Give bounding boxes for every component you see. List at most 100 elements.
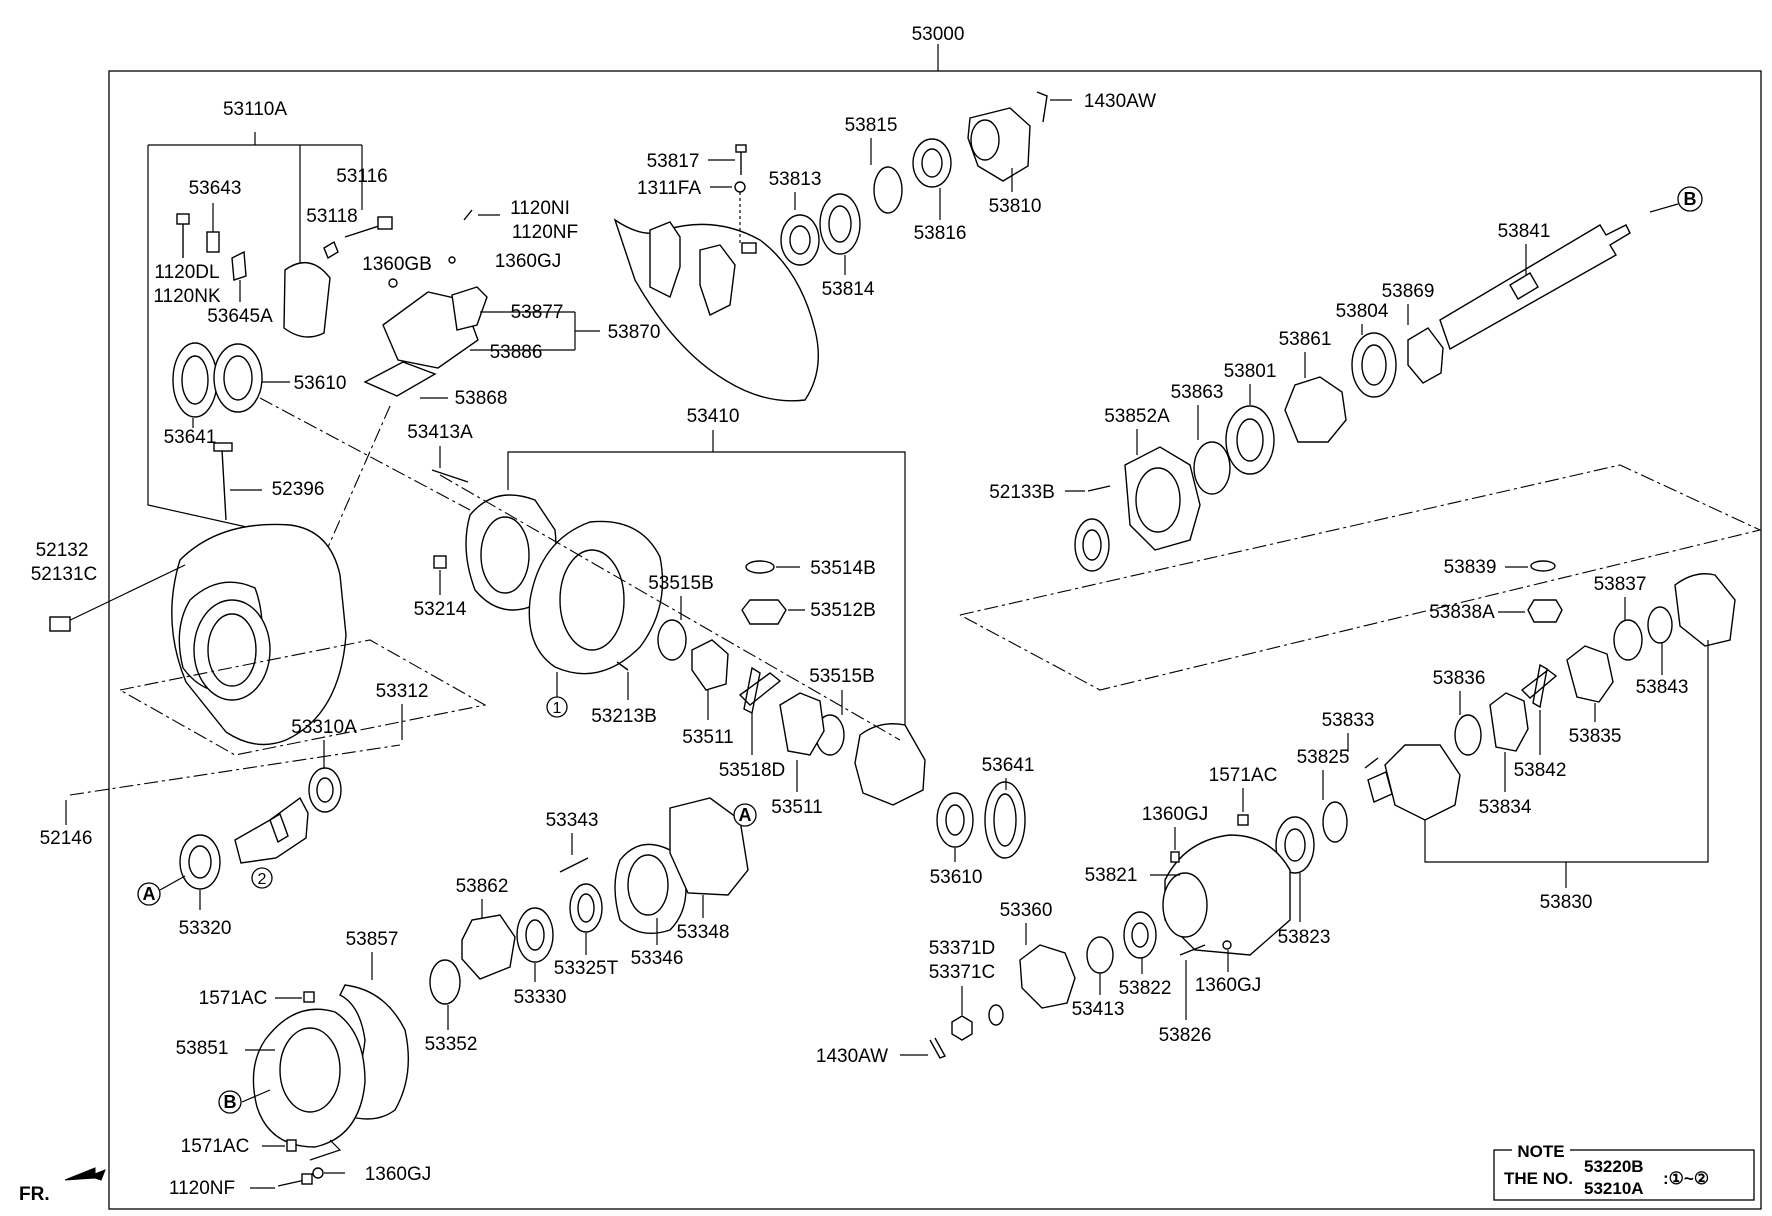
part-1120DL-head [176,213,190,225]
dash-line-axis-left [259,397,471,511]
label-53343: 53343 [546,810,599,831]
part-diff-case-right [854,723,926,806]
label-53834: 53834 [1479,797,1532,818]
marker-2: 2 [251,867,273,889]
part-53518D-cross [738,666,782,715]
part-1360GB [388,278,398,288]
label-1120NI: 1120NI [510,198,570,219]
part-53371C-washer [988,1004,1004,1026]
label-53110A: 53110A [223,99,287,120]
label-53610-top: 53610 [294,373,347,394]
label-53116: 53116 [336,166,387,187]
label-53515B-a: 53515B [648,573,714,594]
marker-A-mid: A [733,803,757,827]
direction-label: FR. [19,1184,50,1205]
part-53511-b-gear [779,692,825,756]
label-53837: 53837 [1594,574,1647,595]
svg-text:2: 2 [258,871,267,888]
part-53843 [1647,606,1673,644]
dash-line-diff-axis [439,474,901,741]
label-53346: 53346 [631,948,684,969]
label-53371D: 53371D [929,938,996,959]
label-1430AW-top: 1430AW [1084,91,1156,112]
label-53410: 53410 [687,406,740,427]
label-1360GJ-top: 1360GJ [495,251,562,272]
label-53835: 53835 [1569,726,1622,747]
label-53511-a: 53511 [682,727,733,748]
label-53842: 53842 [1514,760,1567,781]
part-1571AC-b [286,1139,297,1152]
label-53869: 53869 [1382,281,1435,302]
note-box: NOTE THE NO. 53220B 53210A :①~② [1493,1142,1755,1201]
part-1360GJ-mid [1170,851,1180,863]
marker-B-right: B [1677,186,1703,212]
part-53413A-bolt [431,469,469,483]
label-53801: 53801 [1224,361,1277,382]
part-53834-gear [1489,692,1529,752]
part-53214 [433,555,447,569]
label-53214: 53214 [414,599,467,620]
label-53213B: 53213B [591,706,657,727]
label-53511-b: 53511 [771,797,822,818]
part-1360GJ-top [448,256,456,264]
label-1360GJ-mid: 1360GJ [1142,804,1209,825]
label-53814: 53814 [822,279,875,300]
label-53821: 53821 [1085,865,1138,886]
part-53826-bolt [1179,944,1206,956]
label-1360GB: 1360GB [362,254,432,275]
part-53825-snapring [1322,801,1348,843]
label-53312: 53312 [376,681,429,702]
part-1311FA [734,181,746,193]
label-52133B: 52133B [989,482,1055,503]
part-53213B [616,661,629,671]
part-1571AC-a [303,991,315,1003]
marker-B-left: B [218,1090,242,1114]
part-53839-washer [1530,560,1556,572]
label-1360GJ-bot: 1360GJ [365,1164,432,1185]
label-1571AC-b: 1571AC [181,1136,250,1157]
label-53830: 53830 [1540,892,1593,913]
bracket-53410 [507,451,906,730]
label-53514B: 53514B [810,558,876,579]
part-53869 [1407,327,1444,384]
label-53610-mid: 53610 [930,867,983,888]
part-1430AW-bot [929,1037,946,1059]
label-53330: 53330 [514,987,567,1008]
part-1360GJ-low [1222,940,1232,950]
label-53518D: 53518D [719,760,786,781]
label-53515B-b: 53515B [809,666,875,687]
part-53837 [1613,619,1643,661]
label-52132: 52132 [36,540,89,561]
label-53852A: 53852A [1104,406,1170,427]
part-53643-plate [206,231,220,253]
part-53815-snapring [873,166,903,214]
label-53413: 53413 [1072,999,1125,1020]
part-53645A [231,250,247,281]
label-53325T: 53325T [554,958,619,979]
label-53862: 53862 [456,876,509,897]
part-53868-gasket [363,361,437,397]
label-53822: 53822 [1119,978,1172,999]
part-53515B-a [657,619,687,661]
label-1311FA: 1311FA [637,178,701,199]
part-53877-fitting [451,286,488,331]
marker-A-left: A [137,882,161,906]
label-53839: 53839 [1444,557,1497,578]
part-53830-case [1674,573,1736,647]
part-53110A-cap [283,261,331,338]
note-line1: 53220B [1584,1157,1644,1176]
assembly-number-label: 53000 [912,24,965,45]
part-53833-case [1384,744,1461,821]
label-53843: 53843 [1636,677,1689,698]
label-53641-mid: 53641 [982,755,1035,776]
label-52396: 52396 [272,479,325,500]
label-53857: 53857 [346,929,399,950]
part-53511-a-gear [691,639,729,691]
part-1571AC-c [1237,814,1249,826]
label-53310A: 53310A [291,717,357,738]
label-53826: 53826 [1159,1025,1212,1046]
label-53645A: 53645A [207,306,273,327]
part-53863-oring [1193,441,1231,495]
part-53862-gear [461,914,516,980]
label-53804: 53804 [1336,301,1389,322]
